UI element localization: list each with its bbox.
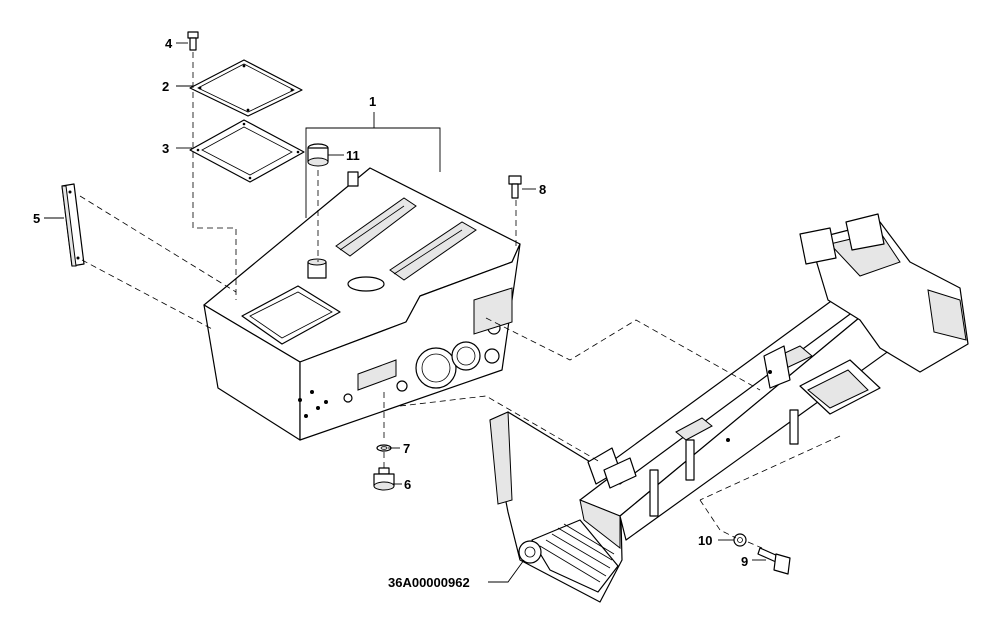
callout-10: 10 xyxy=(698,533,712,548)
part-6-drain-plug xyxy=(373,467,395,491)
part-3-gasket xyxy=(189,119,305,183)
callout-4: 4 xyxy=(165,36,173,51)
callout-8: 8 xyxy=(539,182,546,197)
part-10-washer xyxy=(733,533,747,547)
callout-6: 6 xyxy=(404,477,411,492)
part-1-tank xyxy=(203,167,521,441)
callout-11: 11 xyxy=(346,148,360,163)
part-2-cover-plate xyxy=(189,59,303,117)
callout-labels: 4 2 3 5 1 11 8 7 6 10 9 36A00000962 xyxy=(33,36,748,590)
part-9-bolt xyxy=(757,547,791,575)
drawing-number: 36A00000962 xyxy=(388,575,470,590)
part-8-bolt xyxy=(508,175,522,199)
part-5-bracket xyxy=(61,183,85,267)
assembly-lines xyxy=(79,52,841,549)
chassis-frame xyxy=(489,213,969,603)
callout-1: 1 xyxy=(369,94,376,109)
callout-9: 9 xyxy=(741,554,748,569)
callout-3: 3 xyxy=(162,141,169,156)
part-11-filler-cap xyxy=(307,143,329,167)
callout-5: 5 xyxy=(33,211,40,226)
callout-2: 2 xyxy=(162,79,169,94)
callout-7: 7 xyxy=(403,441,410,456)
part-7-washer xyxy=(376,444,392,452)
part-4-bolt xyxy=(187,31,199,51)
leader-lines xyxy=(44,42,766,583)
